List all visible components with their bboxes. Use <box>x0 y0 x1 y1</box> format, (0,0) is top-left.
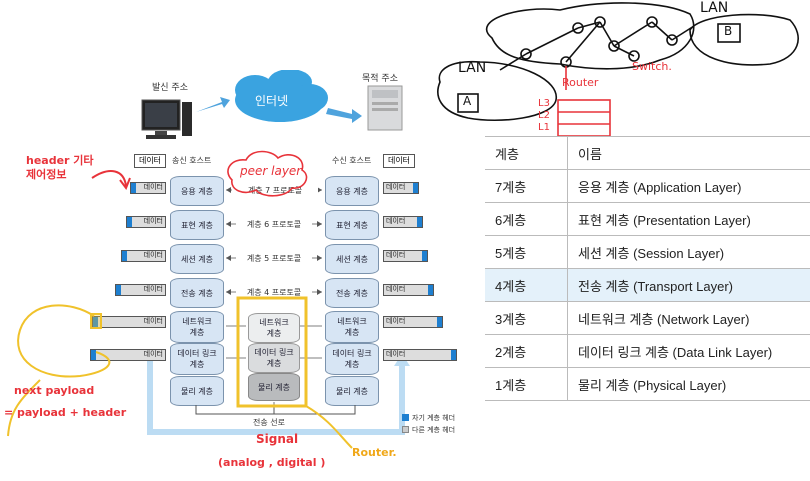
layer-name: 세션 계층 (Session Layer) <box>567 235 810 269</box>
header-note: header 기타 제어정보 <box>26 154 94 181</box>
sender-host-label: 송신 호스트 <box>172 156 212 165</box>
legend-own-label: 자기 계층 헤더 <box>412 414 456 422</box>
protocol-4: 계층 4 프로토콜 <box>236 287 312 298</box>
receiver-layer-4: 전송 계층 <box>325 278 379 308</box>
network-illustration <box>141 70 403 139</box>
receiver-host-label: 수신 호스트 <box>332 156 372 165</box>
header-cell-name: 이름 <box>567 136 810 170</box>
server-icon <box>367 85 403 131</box>
receiver-address-label: 목적 주소 <box>362 74 398 84</box>
protocol-5: 계층 5 프로토콜 <box>236 253 312 264</box>
receiver-layer-5: 세션 계층 <box>325 244 379 274</box>
header-3-left: 데이터 <box>92 316 166 328</box>
router-note: Router. <box>352 446 397 459</box>
layer-number: 3계층 <box>485 301 568 335</box>
layer-name: 물리 계층 (Physical Layer) <box>567 367 810 401</box>
header-2-left: 데이터 <box>90 349 166 361</box>
router-top-label: Router <box>562 76 599 89</box>
header-5-left: 데이터 <box>121 250 166 262</box>
sender-address-label: 발신 주소 <box>152 83 188 93</box>
legend-own-swatch <box>402 414 409 421</box>
table-row: 2계층 데이터 링크 계층 (Data Link Layer) <box>485 334 810 368</box>
legend-other-label: 다른 계층 헤더 <box>412 426 456 434</box>
osi-layer-table: 계층 이름 7계층 응용 계층 (Application Layer) 6계층 … <box>485 136 810 401</box>
computer-icon <box>141 99 192 139</box>
header-7-right: 데이터 <box>383 182 419 194</box>
signal-note: Signal <box>256 432 299 446</box>
sender-layer-4: 전송 계층 <box>170 278 224 308</box>
table-row: 4계층 전송 계층 (Transport Layer) <box>485 268 810 302</box>
medium-label: 전송 선로 <box>253 418 285 427</box>
l2-label: L2 <box>538 110 550 121</box>
layer-name: 전송 계층 (Transport Layer) <box>567 268 810 302</box>
layer-number: 4계층 <box>485 268 568 302</box>
layer-number: 2계층 <box>485 334 568 368</box>
lan-a-box: A <box>463 94 472 108</box>
l1-label: L1 <box>538 122 550 133</box>
layer-number: 6계층 <box>485 202 568 236</box>
table-header-row: 계층 이름 <box>485 136 810 170</box>
lan-b-label: LAN <box>700 0 729 16</box>
layer-name: 데이터 링크 계층 (Data Link Layer) <box>567 334 810 368</box>
layer-number: 7계층 <box>485 169 568 203</box>
table-row: 1계층 물리 계층 (Physical Layer) <box>485 367 810 401</box>
layer-number: 1계층 <box>485 367 568 401</box>
receiver-layer-2: 데이터 링크 계층 <box>325 343 379 375</box>
sender-layer-3: 네트워크 계층 <box>170 311 224 343</box>
header-6-left: 데이터 <box>126 216 166 228</box>
switch-label: Switch. <box>632 60 672 73</box>
sender-layer-2: 데이터 링크 계층 <box>170 343 224 375</box>
receiver-layer-1: 물리 계층 <box>325 376 379 406</box>
router-layer-1: 물리 계층 <box>248 373 300 401</box>
header-4-left: 데이터 <box>115 284 166 296</box>
peer-layer-note: peer layer <box>240 164 302 178</box>
header-cell-layer: 계층 <box>485 136 568 170</box>
table-row: 7계층 응용 계층 (Application Layer) <box>485 169 810 203</box>
router-layer-2: 데이터 링크 계층 <box>248 343 300 373</box>
receiver-layer-3: 네트워크 계층 <box>325 311 379 343</box>
l3-label: L3 <box>538 98 550 109</box>
table-row: 3계층 네트워크 계층 (Network Layer) <box>485 301 810 335</box>
layer-name: 표현 계층 (Presentation Layer) <box>567 202 810 236</box>
cloud-icon <box>235 70 328 122</box>
router-layer-3: 네트워크 계층 <box>248 313 300 343</box>
legend-other-swatch <box>402 426 409 433</box>
lan-b-box: B <box>724 24 733 38</box>
internet-label: 인터넷 <box>255 94 289 108</box>
signal-kind-note: (analog , digital ) <box>218 456 326 469</box>
receiver-layer-7: 응용 계층 <box>325 176 379 206</box>
sender-layer-1: 물리 계층 <box>170 376 224 406</box>
protocol-7: 계층 7 프로토콜 <box>232 185 318 196</box>
header-7-left: 데이터 <box>130 182 166 194</box>
lan-a-label: LAN <box>458 60 487 76</box>
header-3-right: 데이터 <box>383 316 443 328</box>
header-4-right: 데이터 <box>383 284 434 296</box>
layer-name: 네트워크 계층 (Network Layer) <box>567 301 810 335</box>
receiver-layer-6: 표현 계층 <box>325 210 379 240</box>
header-5-right: 데이터 <box>383 250 428 262</box>
layer-number: 5계층 <box>485 235 568 269</box>
next-payload-note: next payload <box>14 384 95 397</box>
payload-formula-note: = payload + header <box>4 406 127 419</box>
table-row: 5계층 세션 계층 (Session Layer) <box>485 235 810 269</box>
data-box: 데이터 <box>134 154 166 168</box>
sender-layer-6: 표현 계층 <box>170 210 224 240</box>
header-2-right: 데이터 <box>383 349 457 361</box>
layer-name: 응용 계층 (Application Layer) <box>567 169 810 203</box>
sender-layer-7: 응용 계층 <box>170 176 224 206</box>
data-box-right: 데이터 <box>383 154 415 168</box>
table-row: 6계층 표현 계층 (Presentation Layer) <box>485 202 810 236</box>
header-6-right: 데이터 <box>383 216 423 228</box>
sender-layer-5: 세션 계층 <box>170 244 224 274</box>
protocol-6: 계층 6 프로토콜 <box>236 219 312 230</box>
